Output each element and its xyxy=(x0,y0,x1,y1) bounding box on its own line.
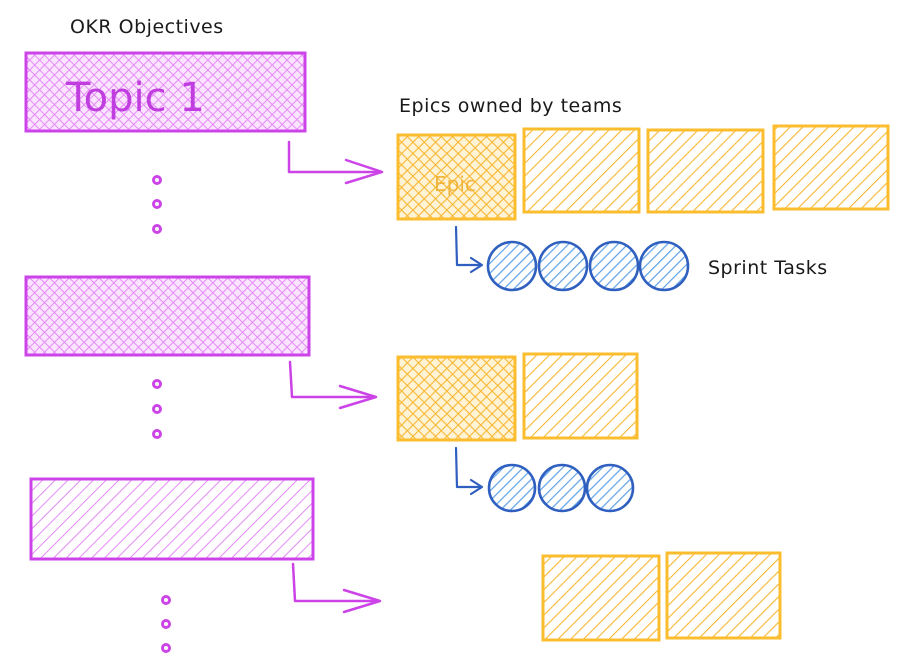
sprint-tasks-label: Sprint Tasks xyxy=(708,257,828,279)
objective-box-1: Topic 1 xyxy=(24,51,307,133)
continuation-dots-2 xyxy=(152,379,162,439)
epic-box-row2-2 xyxy=(522,352,639,440)
task-circle xyxy=(487,463,537,513)
task-circle xyxy=(537,463,587,513)
arrow-epic-to-tasks-1 xyxy=(454,225,484,274)
epic-box-row1-3 xyxy=(646,128,765,214)
arrow-epic-to-tasks-2 xyxy=(454,446,484,496)
continuation-dots-1 xyxy=(152,175,162,234)
epic-box-row3-2 xyxy=(665,551,782,640)
epic-label: Epic xyxy=(434,172,476,196)
arrow-objective-2-to-epics xyxy=(288,360,378,410)
task-circle xyxy=(638,240,690,292)
epics-label: Epics owned by teams xyxy=(399,95,622,117)
sprint-tasks-row1 xyxy=(486,240,690,292)
objective-box-2 xyxy=(24,275,311,357)
epic-box-row3-1 xyxy=(541,554,661,642)
task-circle xyxy=(486,240,538,292)
arrow-objective-1-to-epics xyxy=(287,140,384,185)
okr-objectives-label: OKR Objectives xyxy=(70,16,224,38)
arrow-objective-3-to-epics xyxy=(291,562,382,614)
sprint-tasks-row2 xyxy=(487,463,635,513)
task-circle xyxy=(588,240,640,292)
task-circle xyxy=(585,463,635,513)
epic-box-row1-4 xyxy=(772,124,890,211)
epic-box-row1-2 xyxy=(522,127,641,214)
task-circle xyxy=(537,240,589,292)
epic-box-row2-1 xyxy=(396,355,517,442)
objective-box-3 xyxy=(29,477,315,561)
objective-title-1: Topic 1 xyxy=(65,75,205,121)
epic-box-row1-1: Epic xyxy=(396,133,517,221)
continuation-dots-3 xyxy=(161,595,171,653)
